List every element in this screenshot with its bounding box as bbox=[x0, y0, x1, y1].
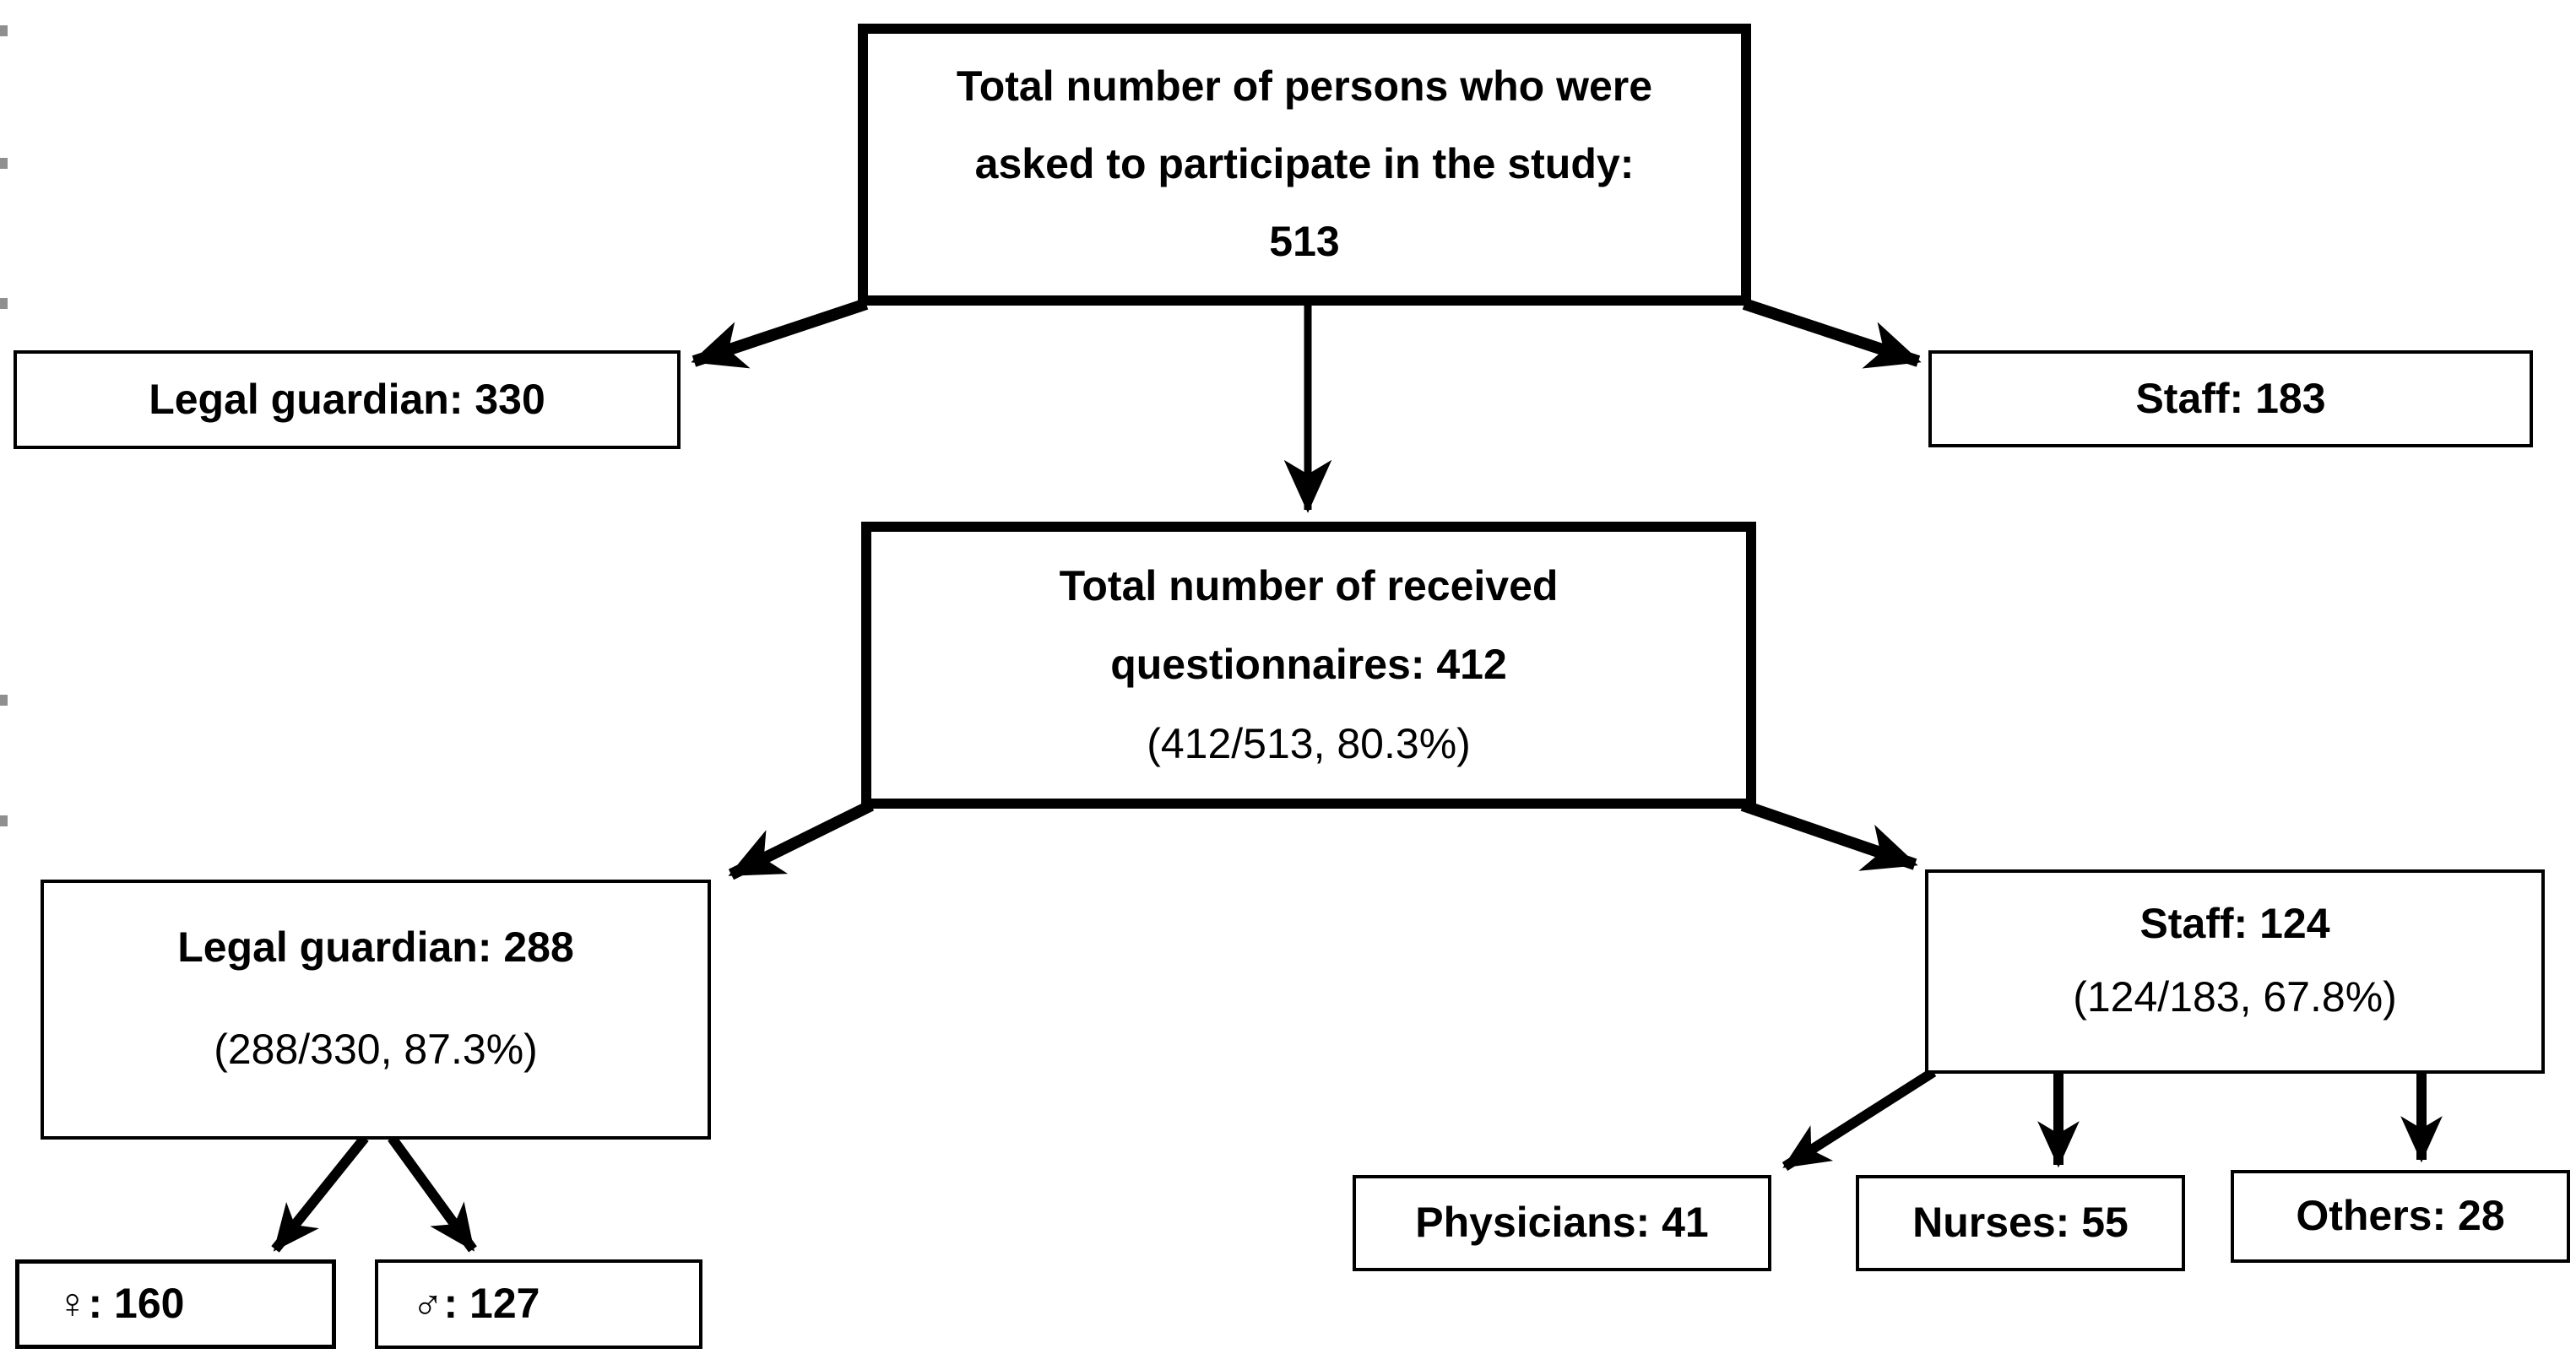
node-total-asked: Total number of persons who were asked t… bbox=[858, 24, 1751, 306]
node-label: Others: 28 bbox=[2296, 1192, 2505, 1240]
node-text-line: asked to participate in the study: bbox=[974, 140, 1635, 188]
margin-artifact-mark bbox=[0, 298, 8, 309]
node-staff-183: Staff: 183 bbox=[1928, 350, 2533, 447]
node-fraction: (288/330, 87.3%) bbox=[214, 1025, 538, 1073]
arrow-lg288-to-female bbox=[271, 1134, 369, 1253]
margin-artifact-mark bbox=[0, 25, 8, 36]
margin-artifact-mark bbox=[0, 695, 8, 706]
node-nurses-55: Nurses: 55 bbox=[1856, 1175, 2185, 1271]
arrow-received-to-lg288 bbox=[728, 799, 875, 880]
node-fraction: (412/513, 80.3%) bbox=[1147, 719, 1471, 767]
node-male-127: ♂: 127 bbox=[375, 1259, 702, 1349]
node-female-160: ♀: 160 bbox=[15, 1259, 336, 1349]
node-text-line: Total number of received bbox=[1059, 561, 1559, 609]
arrow-total_asked-to-lg330 bbox=[691, 298, 869, 369]
node-staff-124: Staff: 124 (124/183, 67.8%) bbox=[1925, 869, 2545, 1074]
node-fraction: (124/183, 67.8%) bbox=[2073, 972, 2397, 1021]
node-text-line: Total number of persons who were bbox=[956, 62, 1653, 111]
arrow-staff124-to-physicians bbox=[1782, 1067, 1937, 1172]
node-value: 513 bbox=[1269, 218, 1340, 266]
node-received-questionnaires: Total number of received questionnaires:… bbox=[861, 522, 1756, 809]
arrow-total_asked-to-staff183 bbox=[1742, 298, 1922, 369]
node-label: Legal guardian: 330 bbox=[149, 375, 545, 423]
node-text-line: questionnaires: 412 bbox=[1110, 641, 1507, 689]
node-others-28: Others: 28 bbox=[2231, 1170, 2570, 1263]
male-sign-icon: ♂: 127 bbox=[412, 1280, 540, 1328]
node-label: Staff: 124 bbox=[2139, 900, 2330, 947]
node-label: Legal guardian: 288 bbox=[177, 923, 574, 971]
arrow-lg288-to-male bbox=[388, 1134, 477, 1253]
node-label: Nurses: 55 bbox=[1912, 1199, 2129, 1247]
node-legal-guardian-288: Legal guardian: 288 (288/330, 87.3%) bbox=[41, 880, 711, 1140]
node-label: Physicians: 41 bbox=[1415, 1199, 1709, 1247]
node-label: Staff: 183 bbox=[2135, 374, 2326, 422]
node-legal-guardian-330: Legal guardian: 330 bbox=[14, 350, 681, 449]
margin-artifact-mark bbox=[0, 815, 8, 826]
margin-artifact-mark bbox=[0, 158, 8, 169]
node-physicians-41: Physicians: 41 bbox=[1353, 1175, 1771, 1271]
arrow-received-to-staff124 bbox=[1740, 799, 1918, 871]
female-sign-icon: ♀: 160 bbox=[57, 1280, 185, 1328]
